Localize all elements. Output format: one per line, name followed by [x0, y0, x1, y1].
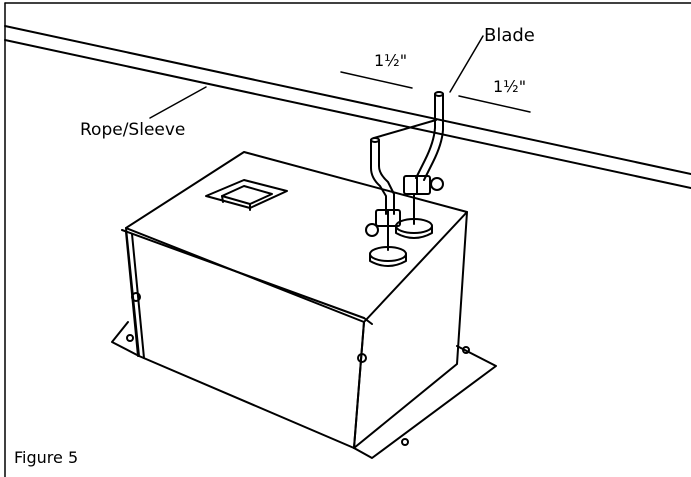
- dimension-label-right: 1½": [493, 77, 527, 96]
- figure-caption: Figure 5: [14, 448, 79, 467]
- mounting-base: [111, 321, 497, 459]
- fitting-rear: [395, 175, 444, 239]
- rocker-switch: [205, 179, 288, 211]
- blade: [370, 91, 444, 215]
- blade-leader-line: [449, 35, 484, 93]
- rope-leader-line: [149, 86, 207, 119]
- dimension-label-left: 1½": [374, 51, 408, 70]
- rope-sleeve: [4, 25, 691, 189]
- figure-frame: [4, 2, 691, 477]
- dimension-lines: [340, 71, 531, 113]
- control-box: [121, 151, 468, 449]
- rope-sleeve-label: Rope/Sleeve: [80, 120, 186, 140]
- fitting-front: [365, 209, 407, 267]
- blade-label: Blade: [484, 25, 535, 46]
